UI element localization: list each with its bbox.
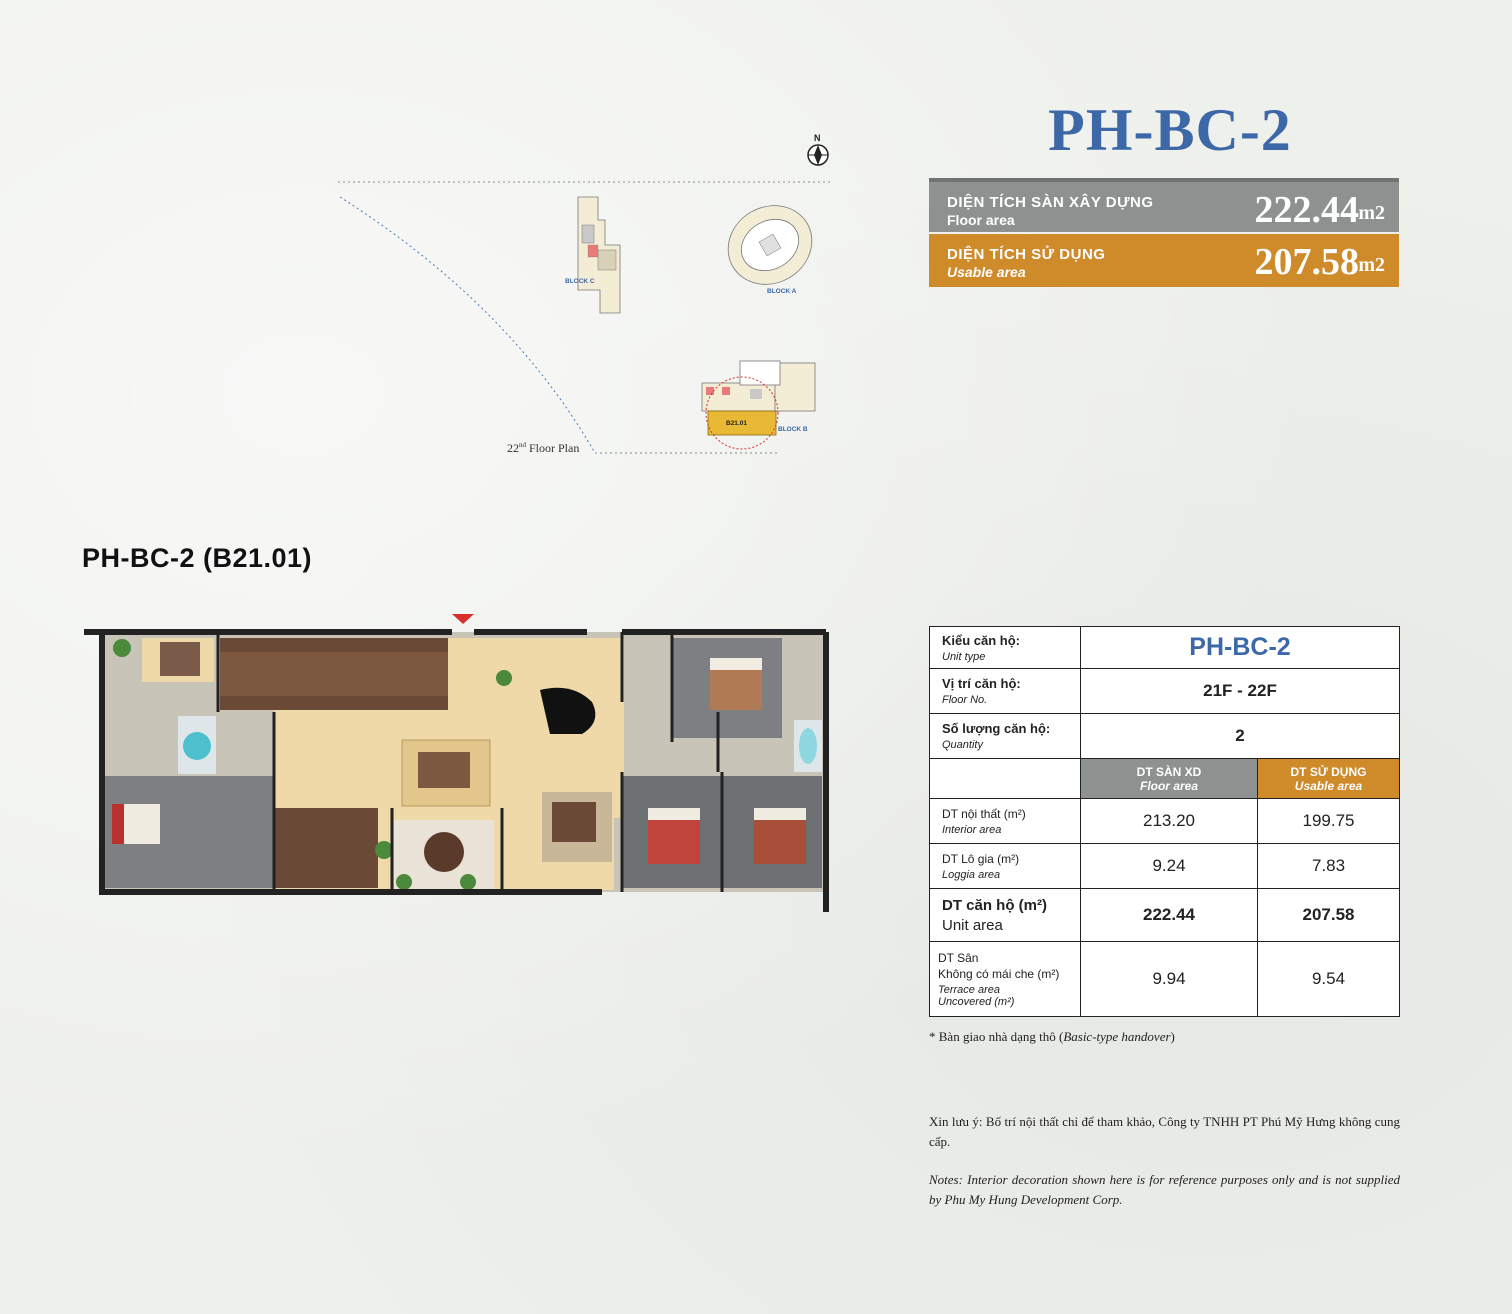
- quantity-value: 2: [1080, 713, 1400, 759]
- quantity-label: Số lượng căn hộ: Quantity: [929, 713, 1081, 759]
- unit-spec-table: Kiểu căn hộ: Unit type PH-BC-2 Vị trí că…: [929, 626, 1400, 1017]
- block-b-shape: [701, 360, 816, 450]
- unit-type-label-vn: Kiểu căn hộ:: [942, 632, 1021, 648]
- terrace-area-floor: 9.94: [1080, 941, 1258, 1017]
- unit-type-label-en: Unit type: [942, 650, 986, 663]
- floor-area-label-vn: DIỆN TÍCH SÀN XÂY DỰNG: [947, 194, 1154, 211]
- floor-number: 22: [507, 441, 519, 455]
- floor-number-suffix: nd: [519, 441, 526, 449]
- quantity-label-vn: Số lượng căn hộ:: [942, 721, 1051, 736]
- terrace-area-label-en-2: Uncovered (m²): [938, 995, 1015, 1008]
- interior-area-label-vn: DT nội thất (m²): [942, 806, 1026, 821]
- column-header-usable-area-en: Usable area: [1294, 778, 1363, 793]
- loggia-area-usable: 7.83: [1257, 843, 1400, 889]
- unit-area-label: DT căn hộ (m²) Unit area: [929, 888, 1081, 942]
- usable-area-label-vn: DIỆN TÍCH SỬ DỤNG: [947, 246, 1106, 263]
- interior-area-floor: 213.20: [1080, 798, 1258, 844]
- terrace-area-label-vn-2: Không có mái che (m²): [938, 966, 1060, 981]
- page-title: PH-BC-2: [1048, 97, 1292, 163]
- loggia-area-floor: 9.24: [1080, 843, 1258, 889]
- quantity-label-en: Quantity: [942, 739, 983, 751]
- terrace-area-usable: 9.54: [1257, 941, 1400, 1017]
- terrace-area-label-vn-1: DT Sân: [938, 950, 979, 965]
- column-header-usable-area: DT SỬ DỤNG Usable area: [1257, 758, 1400, 799]
- floor-no-label-en: Floor No.: [942, 694, 988, 706]
- block-b-label: BLOCK B: [778, 426, 808, 433]
- interior-area-usable: 199.75: [1257, 798, 1400, 844]
- disclaimer-en: Notes: Interior decoration shown here is…: [929, 1172, 1400, 1207]
- column-header-floor-area: DT SÀN XD Floor area: [1080, 758, 1258, 799]
- handover-italic: Basic-type handover: [1063, 1029, 1171, 1044]
- usable-area-unit: m2: [1358, 254, 1385, 276]
- interior-area-label-en: Interior area: [942, 823, 1002, 836]
- unit-type-value: PH-BC-2: [1080, 626, 1400, 669]
- unit-area-usable: 207.58: [1257, 888, 1400, 942]
- unit-area-label-vn: DT căn hộ (m²): [942, 896, 1047, 914]
- loggia-area-label: DT Lô gia (m²) Loggia area: [929, 843, 1081, 889]
- column-header-floor-area-en: Floor area: [1139, 778, 1199, 793]
- floor-area-banner: DIỆN TÍCH SÀN XÂY DỰNG Floor area 222.44…: [929, 178, 1399, 232]
- block-a-label: BLOCK A: [767, 288, 797, 295]
- compass-icon: N: [807, 133, 829, 166]
- table-row: Số lượng căn hộ: Quantity 2: [929, 713, 1400, 759]
- unit-heading: PH-BC-2 (B21.01): [82, 543, 313, 573]
- usable-area-label-en: Usable area: [947, 264, 1026, 280]
- floor-no-label-vn: Vị trí căn hộ:: [942, 676, 1021, 691]
- unit-type-label: Kiểu căn hộ: Unit type: [929, 626, 1081, 669]
- table-row: Vị trí căn hộ: Floor No. 21F - 22F: [929, 668, 1400, 714]
- handover-prefix: * Bàn giao nhà dạng thô (: [929, 1029, 1064, 1044]
- loggia-area-label-vn: DT Lô gia (m²): [942, 851, 1020, 866]
- disclaimer-vn: Xin lưu ý: Bố trí nội thất chỉ để tham k…: [929, 1114, 1400, 1149]
- handover-suffix: ): [1170, 1029, 1175, 1044]
- table-row: DT Lô gia (m²) Loggia area 9.24 7.83: [929, 843, 1400, 889]
- unit-tag-label: B21.01: [726, 420, 747, 427]
- compass-north-label: N: [814, 133, 821, 143]
- floor-no-label: Vị trí căn hộ: Floor No.: [929, 668, 1081, 714]
- floor-no-value: 21F - 22F: [1080, 668, 1400, 714]
- table-row: DT căn hộ (m²) Unit area 222.44 207.58: [929, 888, 1400, 942]
- empty-header-cell: [929, 758, 1081, 799]
- usable-area-value: 207.58: [1254, 241, 1360, 283]
- floor-area-label-en: Floor area: [947, 212, 1015, 228]
- block-c-label: BLOCK C: [565, 278, 595, 285]
- usable-area-banner: DIỆN TÍCH SỬ DỤNG Usable area 207.58 m2: [929, 234, 1399, 287]
- table-row: DT nội thất (m²) Interior area 213.20 19…: [929, 798, 1400, 844]
- column-header-usable-area-vn: DT SỬ DỤNG: [1290, 764, 1367, 779]
- block-c-shape: [577, 196, 621, 314]
- floor-area-unit: m2: [1358, 202, 1385, 224]
- handover-note: * Bàn giao nhà dạng thô (Basic-type hand…: [929, 1029, 1175, 1045]
- interior-area-label: DT nội thất (m²) Interior area: [929, 798, 1081, 844]
- entry-arrow-icon: [452, 614, 474, 624]
- floor-plan-caption: 22nd Floor Plan: [507, 441, 579, 456]
- terrace-area-label: DT Sân Không có mái che (m²) Terrace are…: [929, 941, 1081, 1017]
- block-a-shape: [727, 205, 813, 285]
- table-header-row: DT SÀN XD Floor area DT SỬ DỤNG Usable a…: [929, 758, 1400, 799]
- terrace-area-label-en-1: Terrace area: [938, 983, 1000, 996]
- site-plan-map: N BLOCK C BLOCK A B21.01 BLOCK B: [338, 133, 830, 454]
- floor-area-value: 222.44: [1254, 189, 1360, 231]
- loggia-area-label-en: Loggia area: [942, 868, 1001, 881]
- table-row: DT Sân Không có mái che (m²) Terrace are…: [929, 941, 1400, 1017]
- table-row: Kiểu căn hộ: Unit type PH-BC-2: [929, 626, 1400, 669]
- unit-area-label-en: Unit area: [942, 916, 1003, 934]
- apartment-floor-plan: [84, 614, 829, 912]
- unit-area-floor: 222.44: [1080, 888, 1258, 942]
- column-header-floor-area-vn: DT SÀN XD: [1136, 764, 1202, 779]
- floor-plan-text: Floor Plan: [526, 441, 580, 455]
